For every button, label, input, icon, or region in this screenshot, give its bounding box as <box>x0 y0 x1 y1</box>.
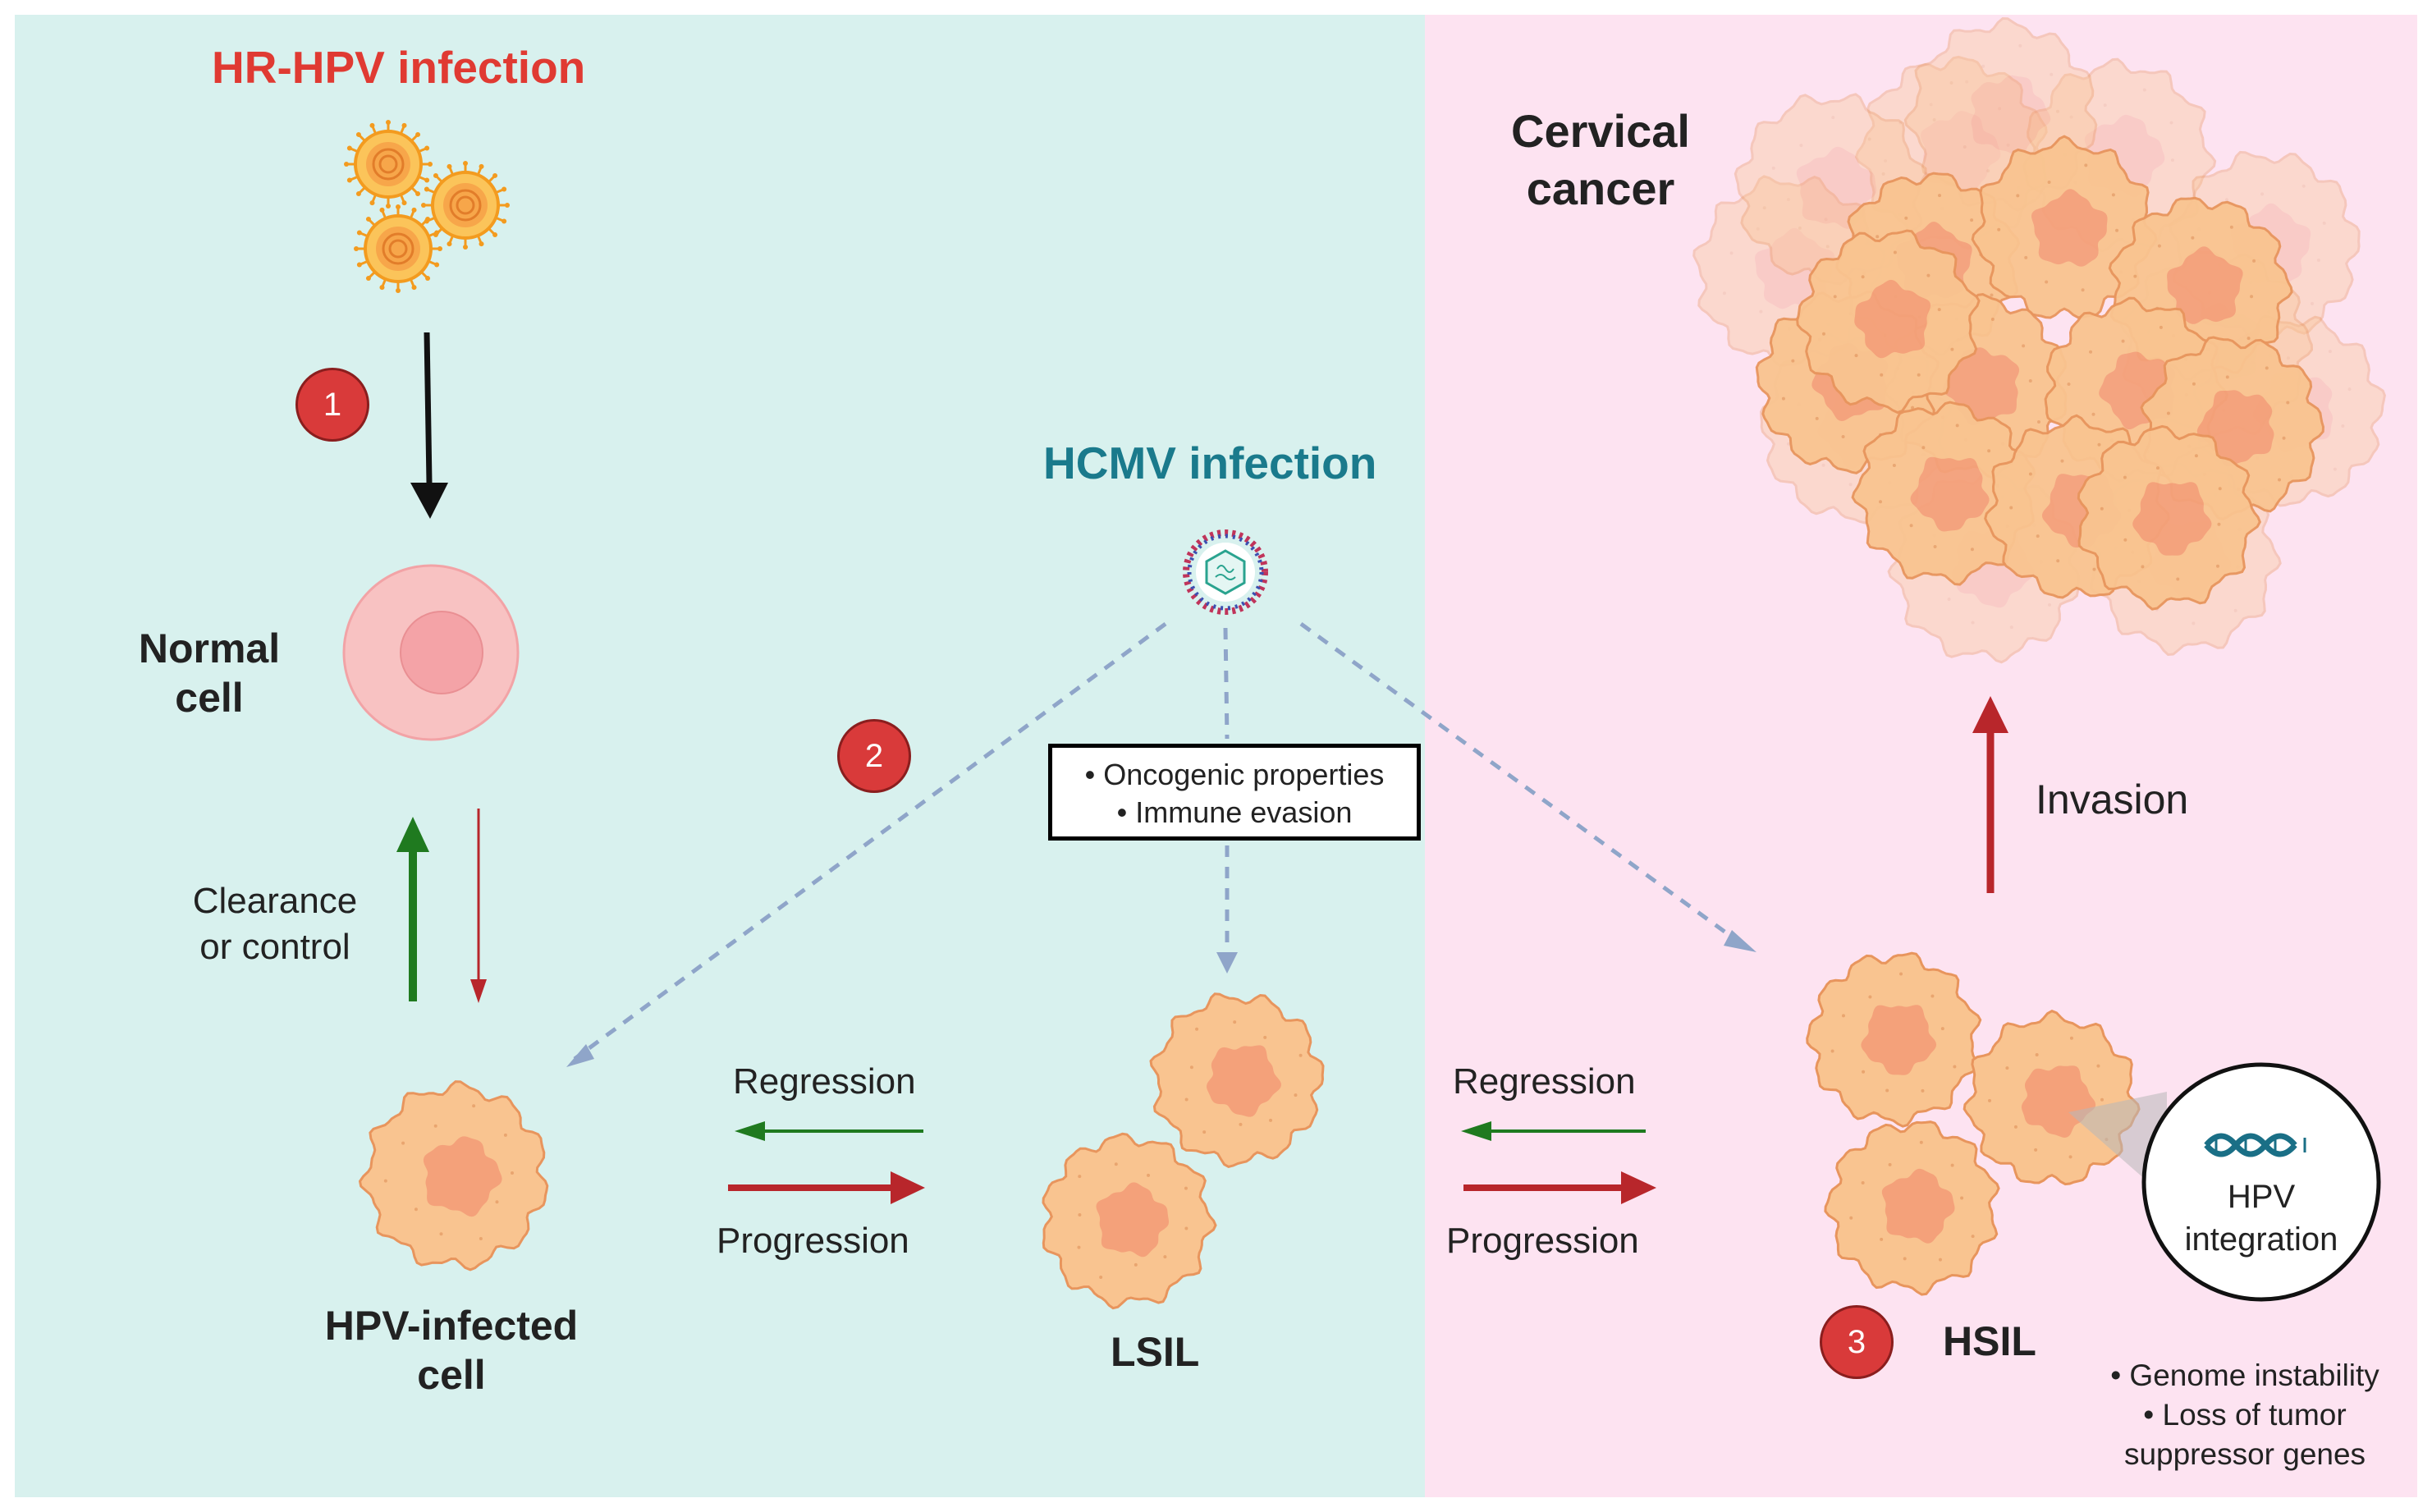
lsil-cell <box>1042 1132 1217 1310</box>
hsil-label: HSIL <box>1943 1318 2036 1364</box>
hcmv-virus-icon <box>1183 529 1268 615</box>
lsil-label: LSIL <box>1111 1329 1200 1375</box>
hpv-integration-label: HPV integration <box>2171 1175 2352 1261</box>
hcmv-dashed-arrows <box>573 621 1738 1061</box>
hpv-infected-line1: HPV-infected <box>324 1303 579 1349</box>
regression-progression-arrows-1 <box>728 1121 925 1204</box>
lsil-cell <box>1149 992 1325 1168</box>
hsil-effects-list: • Genome instability • Loss of tumor sup… <box>2077 1356 2413 1474</box>
invasion-label: Invasion <box>2036 777 2189 822</box>
hcmv-effects-box: • Oncogenic properties • Immune evasion <box>1048 744 1421 841</box>
regression-progression-arrows-2 <box>1461 1121 1656 1204</box>
step-badge-1: 1 <box>295 368 369 442</box>
hsil-cell <box>1824 1120 2000 1296</box>
hpv-virus-icon <box>344 120 433 208</box>
normal-cell-label: Normal cell <box>123 624 295 722</box>
hcmv-effect-item: • Immune evasion <box>1116 795 1353 829</box>
cancer-cell <box>1971 135 2158 319</box>
clearance-label: Clearance or control <box>172 878 378 970</box>
cervical-cancer-label: Cervical cancer <box>1494 103 1707 218</box>
invasion-arrow <box>1972 696 2008 893</box>
infection-arrow <box>410 332 448 519</box>
hpv-infected-cell-label: HPV-infected cell <box>312 1301 591 1400</box>
hpv-infected-line2: cell <box>417 1352 486 1398</box>
cancer-cell <box>1851 401 2036 586</box>
hsil-effect-item: • Genome instability <box>2110 1359 2379 1392</box>
progression-label-2: Progression <box>1446 1221 1639 1261</box>
normal-cell-line1: Normal <box>138 625 281 671</box>
hsil-effect-item: suppressor genes <box>2123 1437 2366 1471</box>
dashed-arrowhead <box>566 1044 594 1067</box>
hpv-virus-icon <box>421 161 510 250</box>
normal-cell <box>342 564 520 741</box>
dashed-arrowhead <box>1724 930 1756 952</box>
hr-hpv-infection-label: HR-HPV infection <box>212 42 586 93</box>
clearance-arrows <box>396 809 487 1003</box>
hcmv-infection-label: HCMV infection <box>1043 438 1377 488</box>
hcmv-effect-item: • Oncogenic properties <box>1084 758 1385 791</box>
clearance-line2: or control <box>199 927 350 967</box>
hpv-integration-line2: integration <box>2184 1221 2338 1258</box>
hsil-cell <box>1806 951 1982 1128</box>
cervical-cancer-line1: Cervical <box>1511 105 1690 157</box>
cancer-cell <box>1796 229 1981 415</box>
regression-label-2: Regression <box>1453 1061 1636 1102</box>
hpv-integration-line1: HPV <box>2227 1179 2296 1215</box>
clearance-line1: Clearance <box>192 881 358 921</box>
cervical-cancer-line2: cancer <box>1526 163 1675 214</box>
normal-cell-line2: cell <box>175 675 244 721</box>
hpv-infected-cell <box>358 1080 549 1271</box>
step-badge-3: 3 <box>1820 1305 1894 1379</box>
hsil-cell <box>1963 1010 2141 1186</box>
regression-label-1: Regression <box>733 1061 916 1102</box>
step-badge-2: 2 <box>837 719 911 793</box>
cancer-cell <box>2077 424 2261 611</box>
dashed-arrowhead <box>1216 952 1238 974</box>
hpv-integration-callout <box>2068 1062 2381 1302</box>
hpv-virus-icon <box>354 204 442 293</box>
hsil-effect-item: • Loss of tumor <box>2143 1398 2347 1432</box>
progression-label-1: Progression <box>717 1221 909 1261</box>
